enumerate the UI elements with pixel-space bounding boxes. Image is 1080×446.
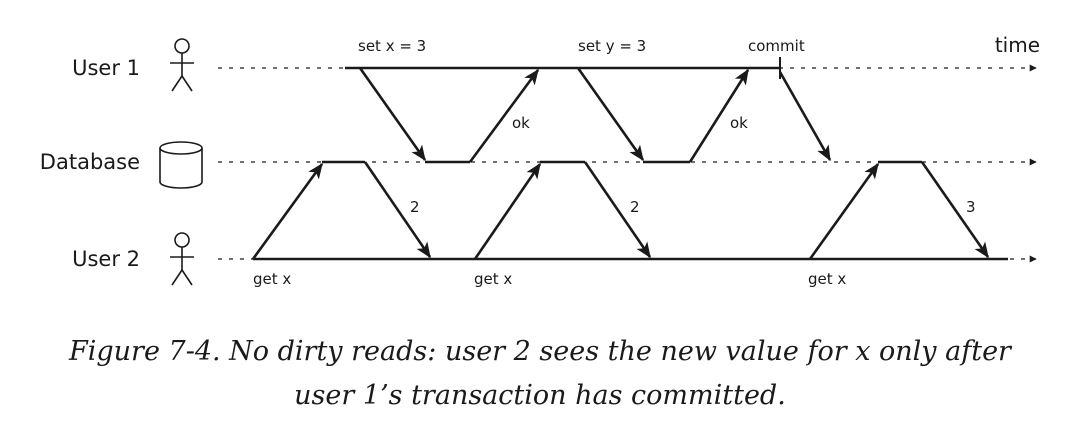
lane-label-database: Database [40,150,140,174]
user1-person-icon [170,38,194,92]
caption-line-1: Figure 7-4. No dirty reads: user 2 sees … [69,336,1011,367]
label-set-x: set x = 3 [358,37,426,55]
label-result-2: 2 [630,198,640,216]
user2-read-x-flow-1 [251,160,432,260]
caption-line-2: user 1’s transaction has committed. [294,380,786,411]
label-ok-2: ok [730,114,748,132]
user2-read-x-flow-3 [808,160,990,260]
label-result-3: 3 [966,198,976,216]
lane-label-user2: User 2 [72,247,140,271]
label-get-x-1: get x [253,270,291,288]
label-get-x-2: get x [474,270,512,288]
user2-person-icon [170,232,194,286]
user1-commit-flow [778,71,832,162]
figure-caption: Figure 7-4. No dirty reads: user 2 sees … [0,330,1080,418]
label-set-y: set y = 3 [578,37,646,55]
time-axis-label: time [995,33,1040,57]
lane-label-user1: User 1 [72,56,140,80]
label-commit: commit [748,37,805,55]
user1-write-y-flow [576,67,750,164]
label-ok-1: ok [512,114,530,132]
dirty-reads-diagram: User 1 Database User 2 time [40,33,1040,288]
user1-write-x-flow [358,67,540,164]
label-get-x-3: get x [808,270,846,288]
database-cylinder-icon [159,141,203,189]
label-result-1: 2 [410,198,420,216]
user2-read-x-flow-2 [473,160,652,260]
